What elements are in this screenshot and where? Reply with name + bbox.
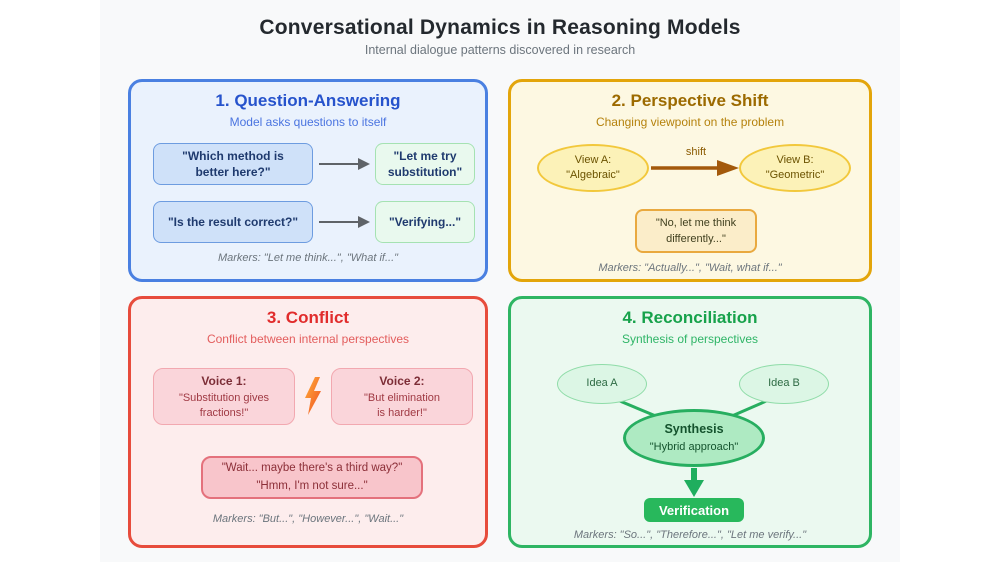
idea-b-ellipse: Idea B	[739, 364, 829, 404]
qa-answer-1-line1: "Let me try	[393, 148, 457, 163]
voice-2-line2: is harder!"	[377, 406, 427, 419]
synthesis-ellipse: Synthesis "Hybrid approach"	[623, 409, 765, 467]
synthesis-sub: "Hybrid approach"	[649, 441, 739, 454]
qa-question-2-line1: "Is the result correct?"	[167, 214, 299, 229]
quadrant-shift-subtitle: Changing viewpoint on the problem	[595, 115, 785, 129]
lightning-icon	[305, 377, 321, 415]
arrow-right-icon	[319, 158, 370, 170]
quadrant-conflict-title: 3. Conflict	[266, 308, 350, 327]
quadrant-qa-subtitle: Model asks questions to itself	[229, 115, 387, 129]
quadrant-question-answering: 1. Question-Answering Model asks questio…	[128, 79, 488, 282]
quadrant-conflict-subtitle: Conflict between internal perspectives	[206, 332, 410, 346]
qa-answer-box-1: "Let me try substitution"	[375, 143, 475, 185]
quadrant-recon-title: 4. Reconciliation	[622, 308, 758, 327]
synthesis-label: Synthesis	[664, 421, 724, 436]
shift-note-line1: "No, let me think	[655, 216, 737, 229]
view-a-ellipse: View A: "Algebraic"	[537, 144, 649, 192]
voice-1-line1: "Substitution gives	[178, 391, 270, 404]
idea-b-label: Idea B	[768, 377, 800, 390]
qa-answer-2-line1: "Verifying..."	[388, 214, 462, 229]
qa-question-1-line1: "Which method is	[182, 148, 284, 163]
voice-2-line1: "But elimination	[363, 391, 441, 404]
verification-node: Verification	[644, 498, 744, 522]
view-b-ellipse: View B: "Geometric"	[739, 144, 851, 192]
qa-answer-box-2: "Verifying..."	[375, 201, 475, 243]
conflict-uncertainty-line2: "Hmm, I'm not sure..."	[256, 479, 368, 492]
conflict-markers: Markers: "But...", "However...", "Wait..…	[212, 513, 404, 525]
quadrant-reconciliation: 4. Reconciliation Synthesis of perspecti…	[508, 296, 872, 548]
qa-markers: Markers: "Let me think...", "What if..."	[217, 252, 399, 264]
voice-1-line2: fractions!"	[199, 406, 249, 419]
voice-2-box: Voice 2: "But elimination is harder!"	[331, 368, 473, 425]
qa-question-1-line2: better here?"	[195, 165, 271, 179]
quadrant-shift-title: 2. Perspective Shift	[611, 91, 769, 110]
view-b-line2: "Geometric"	[765, 169, 825, 181]
qa-answer-1-line2: substitution"	[387, 165, 463, 179]
page-title: Conversational Dynamics in Reasoning Mod…	[259, 16, 741, 39]
view-b-line1: View B:	[776, 153, 814, 166]
conflict-uncertainty-line1: "Wait... maybe there's a third way?"	[221, 462, 403, 475]
shift-arrow-label: shift	[685, 146, 707, 158]
page-subtitle: Internal dialogue patterns discovered in…	[364, 43, 636, 57]
view-a-line1: View A:	[574, 153, 612, 166]
idea-a-label: Idea A	[586, 377, 618, 390]
quadrant-perspective-shift: 2. Perspective Shift Changing viewpoint …	[508, 79, 872, 282]
shift-arrow-icon	[651, 160, 739, 176]
view-a-line2: "Algebraic"	[566, 169, 620, 181]
voice-1-label: Voice 1:	[201, 373, 247, 388]
voice-2-label: Voice 2:	[379, 373, 425, 388]
quadrant-qa-title: 1. Question-Answering	[215, 91, 401, 110]
down-arrow-icon	[684, 468, 704, 497]
conflict-uncertainty-box: "Wait... maybe there's a third way?" "Hm…	[201, 456, 423, 499]
qa-question-box-1: "Which method is better here?"	[153, 143, 313, 185]
quadrant-conflict: 3. Conflict Conflict between internal pe…	[128, 296, 488, 548]
qa-question-box-2: "Is the result correct?"	[153, 201, 313, 243]
arrow-right-icon	[319, 216, 370, 228]
idea-a-ellipse: Idea A	[557, 364, 647, 404]
shift-note-box: "No, let me think differently..."	[635, 209, 757, 253]
shift-note-line2: differently..."	[666, 233, 726, 245]
quadrant-recon-subtitle: Synthesis of perspectives	[621, 332, 759, 346]
recon-markers: Markers: "So...", "Therefore...", "Let m…	[573, 529, 807, 541]
voice-1-box: Voice 1: "Substitution gives fractions!"	[153, 368, 295, 425]
shift-markers: Markers: "Actually...", "Wait, what if..…	[598, 262, 782, 274]
